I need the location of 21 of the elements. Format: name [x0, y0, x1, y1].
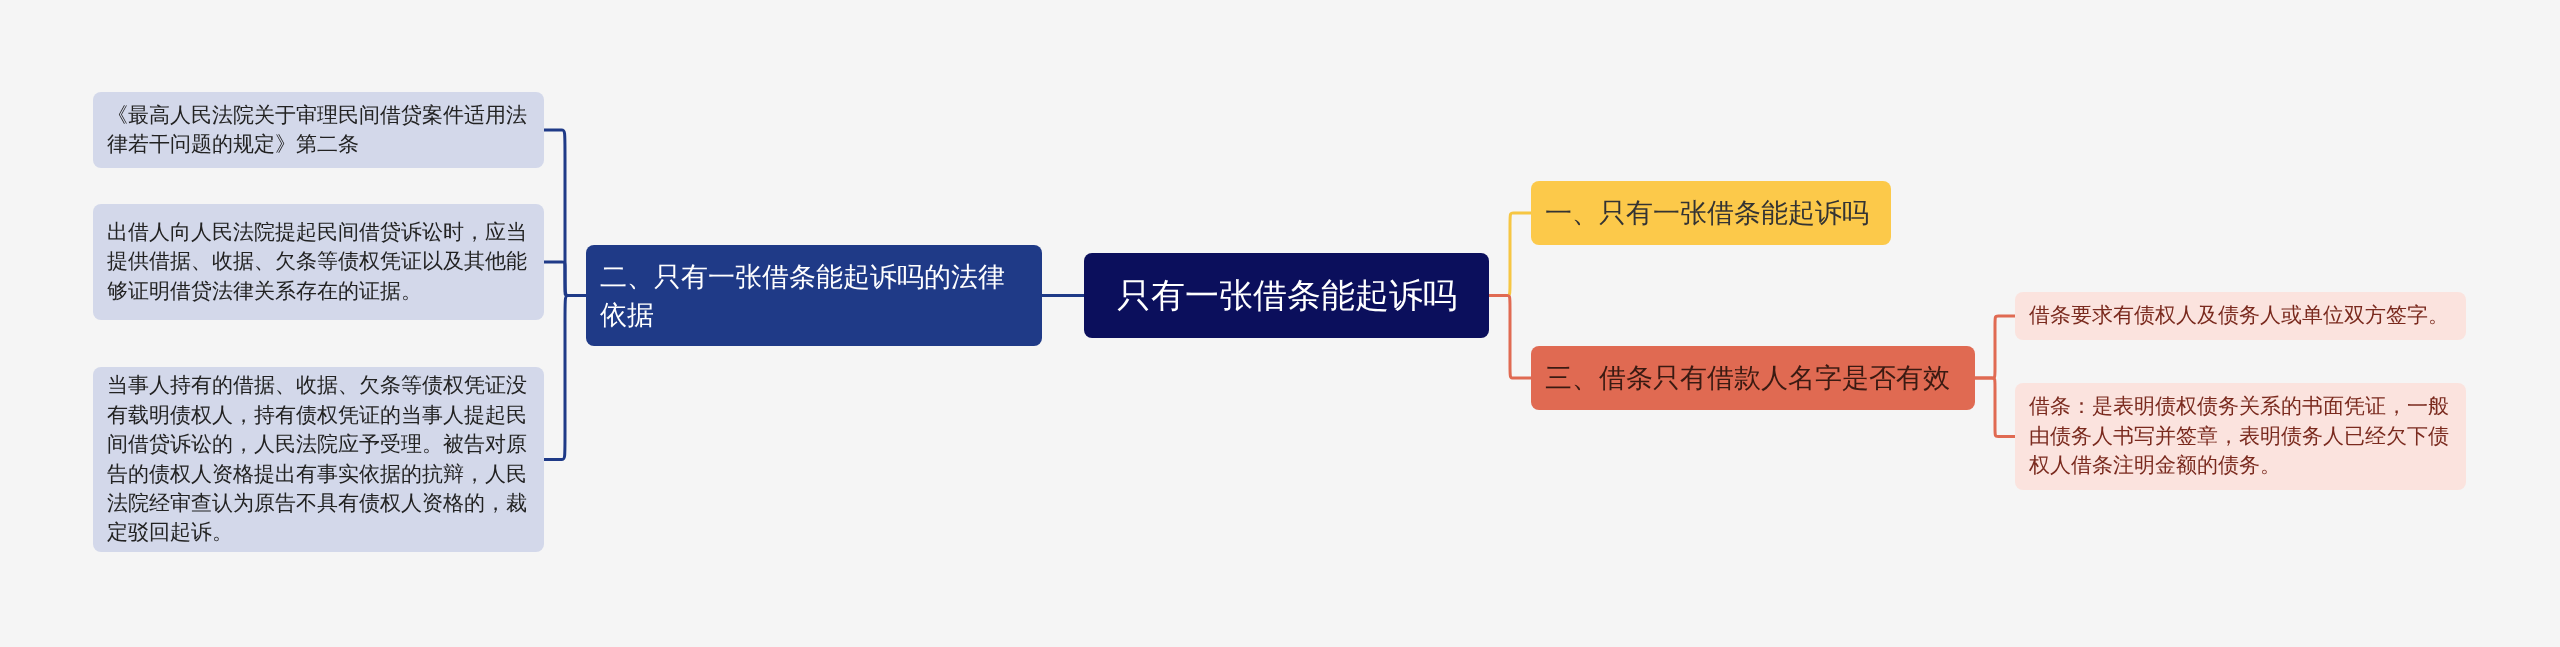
- subtopic-box: [93, 204, 544, 320]
- topic-text: 出借人向人民法院提起民间借贷诉讼时，应当提供借据、收据、欠条等债权凭证以及其他能够证明借贷法律关系存在的证据。: [107, 218, 528, 305]
- topic-box: [586, 245, 1042, 346]
- topic-box: [1531, 181, 1891, 245]
- connector-line: [1042, 294, 1084, 297]
- topic-text: 借条：是表明债权债务关系的书面凭证，一般由债务人书写并签章，表明债务人已经欠下债权人借条注明金额的债务。: [2029, 393, 2450, 480]
- topic-box: [1531, 346, 1975, 410]
- subtopic-box: [2015, 383, 2466, 490]
- connector-line: [1975, 376, 2015, 438]
- topic-text: 当事人持有的借据、收据、欠条等债权凭证没有载明债权人，持有债权凭证的当事人提起民间借贷诉讼的，人民法院应予受理。被告对原告的债权人资格提出有事实依据的抗辩，人民法院经审查认为原告不具有债权人资格的，裁定驳回起诉。: [107, 372, 528, 547]
- topic-text: 借条要求有债权人及债务人或单位双方签字。: [2029, 302, 2449, 330]
- connector-line: [1489, 294, 1531, 380]
- topic-text: 二、只有一张借条能起诉吗的法律依据: [600, 259, 1006, 332]
- root-topic: [1084, 253, 1489, 338]
- connector-line: [544, 294, 586, 461]
- subtopic-box: [2015, 292, 2466, 340]
- subtopic-box: [93, 92, 544, 168]
- topic-text: 三、借条只有借款人名字是否有效: [1545, 361, 1950, 396]
- topic-text: 只有一张借条能起诉吗: [1116, 273, 1457, 317]
- topic-text: 《最高人民法院关于审理民间借贷案件适用法律若干问题的规定》第二条: [107, 101, 528, 158]
- topic-text: 一、只有一张借条能起诉吗: [1545, 196, 1869, 231]
